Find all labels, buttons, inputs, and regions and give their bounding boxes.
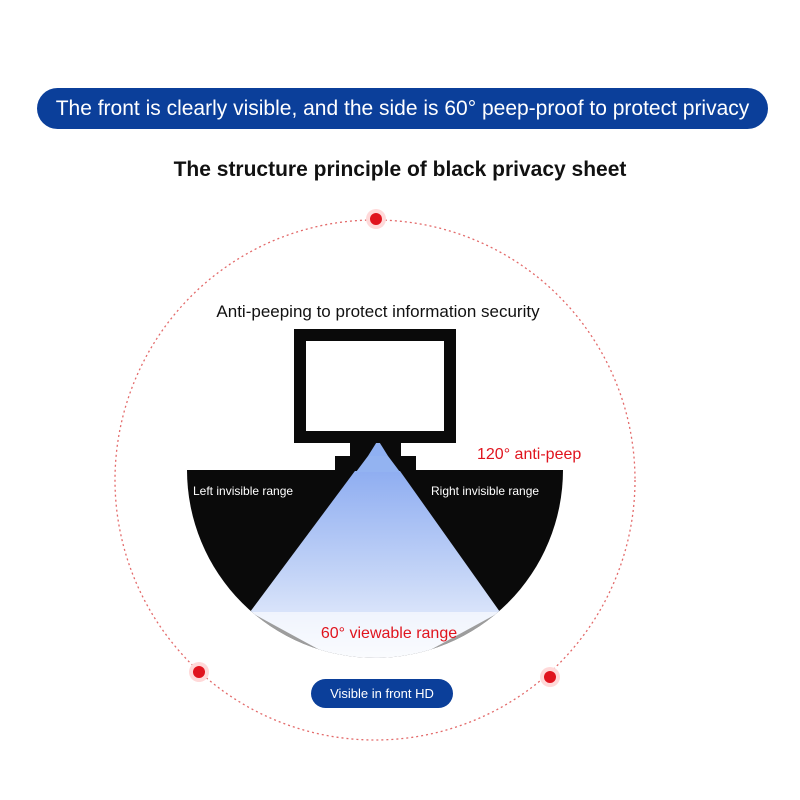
anti-peep-label: 120° anti-peep bbox=[477, 446, 581, 463]
anti-peeping-caption: Anti-peeping to protect information secu… bbox=[216, 302, 540, 321]
left-invisible-label: Left invisible range bbox=[193, 484, 293, 498]
marker-left bbox=[189, 662, 209, 682]
monitor-icon bbox=[294, 329, 456, 443]
viewable-range-label: 60° viewable range bbox=[321, 625, 457, 642]
boundary-circle bbox=[114, 219, 636, 741]
top-banner: The front is clearly visible, and the si… bbox=[37, 88, 768, 129]
marker-right bbox=[540, 667, 560, 687]
visible-front-badge: Visible in front HD bbox=[311, 679, 453, 708]
banner-text: The front is clearly visible, and the si… bbox=[55, 97, 750, 120]
diagram-title: The structure principle of black privacy… bbox=[173, 158, 627, 181]
badge-text: Visible in front HD bbox=[330, 686, 434, 701]
viewable-cone-upper bbox=[356, 456, 400, 472]
viewable-cone-apex bbox=[368, 440, 388, 456]
right-invisible-label: Right invisible range bbox=[431, 484, 539, 498]
marker-top bbox=[366, 209, 386, 229]
